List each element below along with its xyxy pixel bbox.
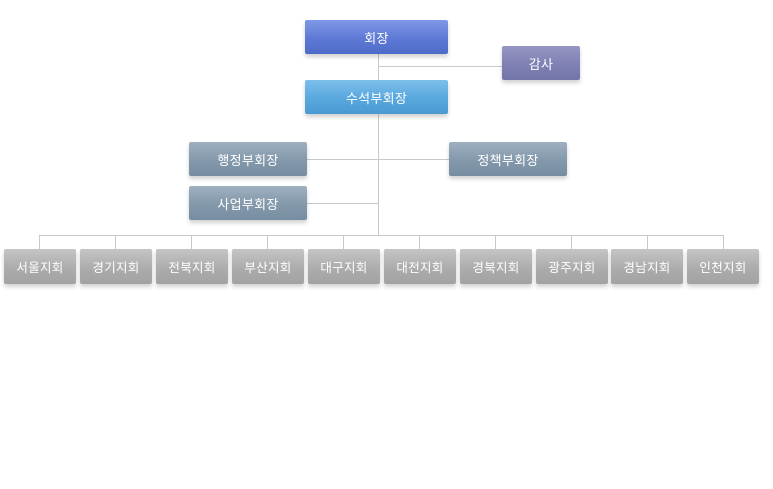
node-branch-seoul[interactable]: 서울지회 (4, 249, 76, 284)
connector-auditor (378, 66, 502, 67)
node-chairman-label: 회장 (364, 31, 389, 47)
branch-label: 대구지회 (320, 260, 368, 275)
connector-branches-horizontal (39, 235, 723, 236)
node-business-vice-chairman[interactable]: 사업부회장 (189, 186, 307, 220)
node-branch-busan[interactable]: 부산지회 (232, 249, 304, 284)
connector-admin-policy (307, 159, 449, 160)
connector-branch-drop (647, 235, 648, 249)
connector-branch-drop (267, 235, 268, 249)
node-branch-gyeongbuk[interactable]: 경북지회 (460, 249, 532, 284)
node-senior-vice-chairman[interactable]: 수석부회장 (305, 80, 448, 114)
node-senior-vice-chairman-label: 수석부회장 (345, 91, 408, 107)
node-chairman[interactable]: 회장 (305, 20, 448, 54)
branch-label: 전북지회 (168, 260, 216, 275)
connector-branch-drop (191, 235, 192, 249)
branch-label: 경기지회 (92, 260, 140, 275)
connector-business (307, 203, 379, 204)
connector-branch-drop (343, 235, 344, 249)
connector-branch-drop (495, 235, 496, 249)
branch-label: 서울지회 (16, 260, 64, 275)
node-branch-jeonbuk[interactable]: 전북지회 (156, 249, 228, 284)
branch-label: 광주지회 (548, 260, 596, 275)
node-policy-vice-chairman-label: 정책부회장 (477, 153, 539, 169)
node-auditor-label: 감사 (528, 57, 554, 73)
node-admin-vice-chairman-label: 행정부회장 (217, 153, 279, 169)
connector-branch-drop (571, 235, 572, 249)
connector-branch-drop (115, 235, 116, 249)
node-branch-gwangju[interactable]: 광주지회 (536, 249, 608, 284)
node-branch-daejeon[interactable]: 대전지회 (384, 249, 456, 284)
node-branch-incheon[interactable]: 인천지회 (687, 249, 759, 284)
branch-label: 부산지회 (244, 260, 292, 275)
node-policy-vice-chairman[interactable]: 정책부회장 (449, 142, 567, 176)
connector-branch-drop (723, 235, 724, 249)
node-admin-vice-chairman[interactable]: 행정부회장 (189, 142, 307, 176)
connector-branch-drop (419, 235, 420, 249)
node-branch-gyeongnam[interactable]: 경남지회 (611, 249, 683, 284)
node-business-vice-chairman-label: 사업부회장 (217, 197, 279, 213)
branch-label: 인천지회 (699, 260, 747, 275)
connector-main-vertical (378, 54, 379, 235)
node-branch-gyeonggi[interactable]: 경기지회 (80, 249, 152, 284)
node-branch-daegu[interactable]: 대구지회 (308, 249, 380, 284)
node-auditor[interactable]: 감사 (502, 46, 580, 80)
branch-label: 대전지회 (396, 260, 444, 275)
branch-label: 경남지회 (623, 260, 671, 275)
branch-label: 경북지회 (472, 260, 520, 275)
connector-branch-drop (39, 235, 40, 249)
